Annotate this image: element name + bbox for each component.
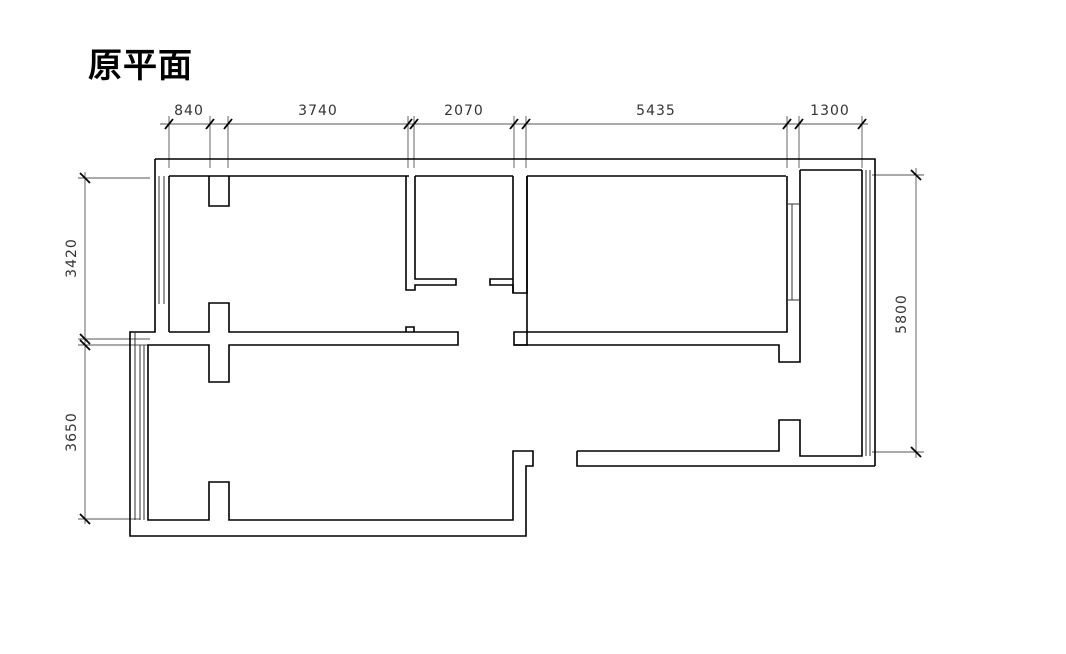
left-dimension-chain: 3420 3650 xyxy=(64,172,150,525)
dim-left-upper: 3420 xyxy=(64,238,80,278)
dim-top-5: 1300 xyxy=(810,103,850,119)
dim-top-1: 840 xyxy=(174,103,204,119)
outer-walls xyxy=(129,158,876,537)
dim-top-2: 3740 xyxy=(298,103,338,119)
dim-left-lower: 3650 xyxy=(64,412,80,452)
dim-right: 5800 xyxy=(894,294,910,334)
plan-title: 原平面 xyxy=(88,46,193,86)
dim-top-4: 5435 xyxy=(636,103,676,119)
dim-top-3: 2070 xyxy=(444,103,484,119)
right-dimension-chain: 5800 xyxy=(872,168,924,458)
top-dimension-chain: 840 3740 2070 5435 1300 xyxy=(160,103,868,168)
